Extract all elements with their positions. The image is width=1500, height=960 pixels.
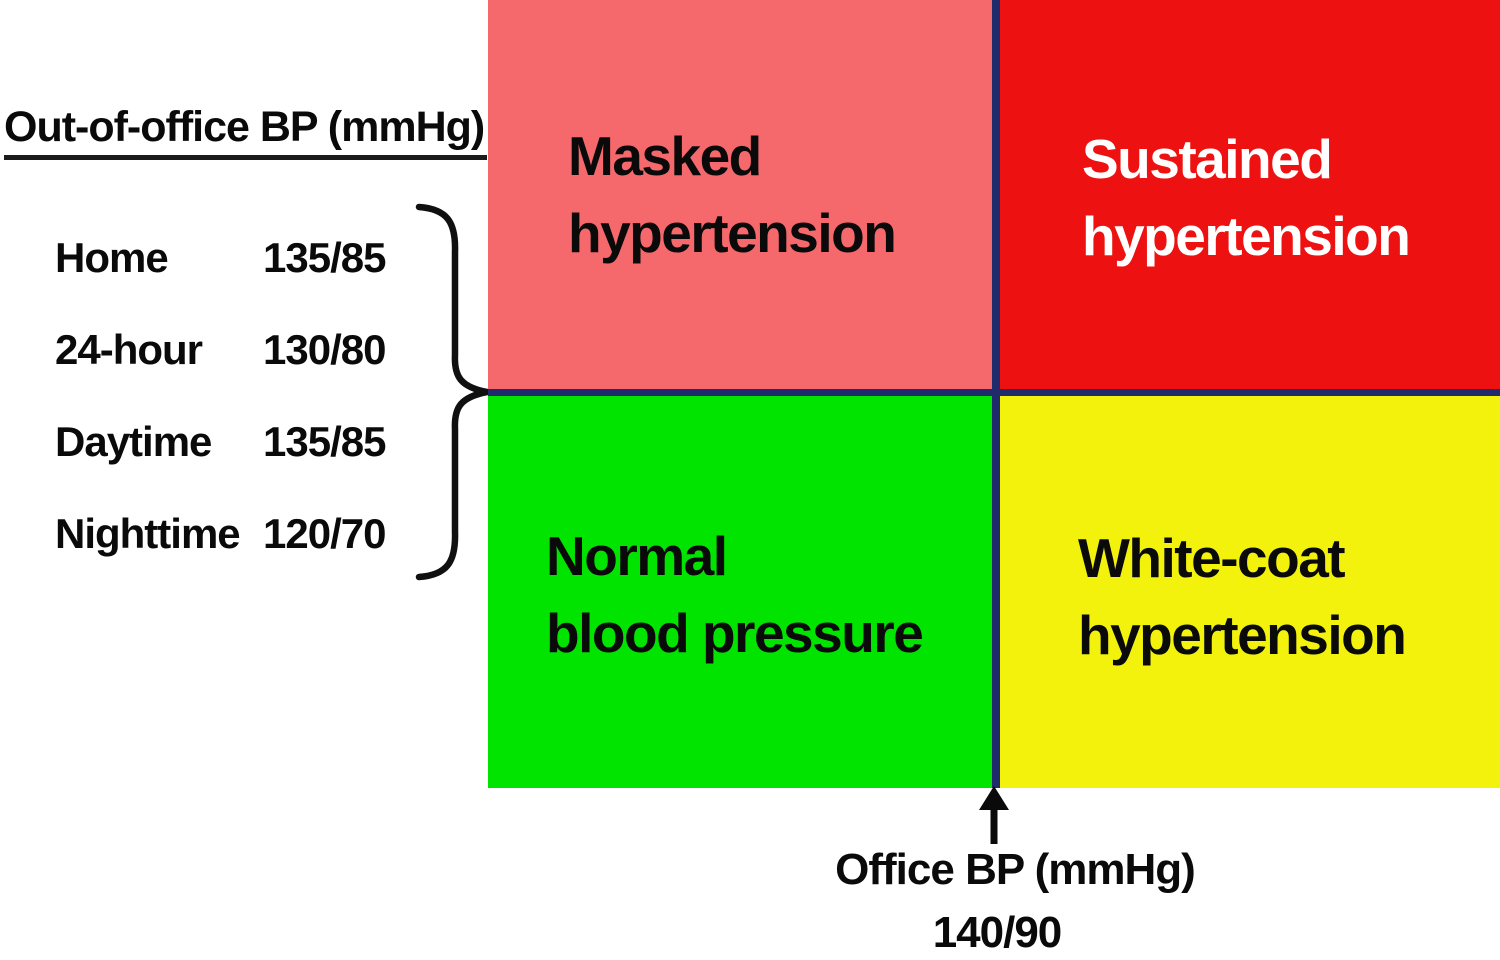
quadrant-label-sustained-hypertension: Sustained hypertension bbox=[1082, 128, 1411, 267]
quadrant-label-normal-blood-pressure: Normal blood pressure bbox=[546, 525, 924, 664]
bp-threshold-value: 135/85 bbox=[263, 234, 386, 281]
bp-setting-label: Nighttime bbox=[55, 510, 241, 557]
office-bp-axis-label: Office BP (mmHg) bbox=[835, 845, 1196, 894]
list-item: Daytime 135/85 bbox=[0, 396, 420, 488]
list-item: Nighttime 120/70 bbox=[0, 488, 420, 580]
quadrant-sustained-hypertension bbox=[995, 0, 1500, 392]
bp-threshold-value: 135/85 bbox=[263, 418, 386, 465]
bp-threshold-value: 120/70 bbox=[263, 510, 386, 557]
quadrant-masked-hypertension bbox=[488, 0, 995, 392]
up-arrow-icon bbox=[979, 786, 1009, 844]
office-bp-threshold-value: 140/90 bbox=[932, 908, 1063, 957]
quadrant-label-white-coat-hypertension: White-coat hypertension bbox=[1078, 527, 1407, 666]
bp-setting-label: Daytime bbox=[55, 418, 212, 465]
out-of-office-bp-threshold-line bbox=[488, 389, 1500, 396]
right-curly-brace-icon bbox=[415, 203, 491, 581]
list-item: Home 135/85 bbox=[0, 212, 420, 304]
out-of-office-bp-title: Out-of-office BP (mmHg) bbox=[4, 103, 488, 160]
out-of-office-bp-list: Home 135/85 24-hour 130/80 Daytime 135/8… bbox=[0, 212, 420, 580]
bp-setting-label: Home bbox=[55, 234, 169, 281]
quadrant-white-coat-hypertension bbox=[995, 392, 1500, 788]
list-item: 24-hour 130/80 bbox=[0, 304, 420, 396]
bp-setting-label: 24-hour bbox=[55, 326, 203, 373]
quadrant-normal-blood-pressure bbox=[488, 392, 995, 788]
quadrant-label-masked-hypertension: Masked hypertension bbox=[568, 125, 897, 264]
bp-threshold-value: 130/80 bbox=[263, 326, 386, 373]
